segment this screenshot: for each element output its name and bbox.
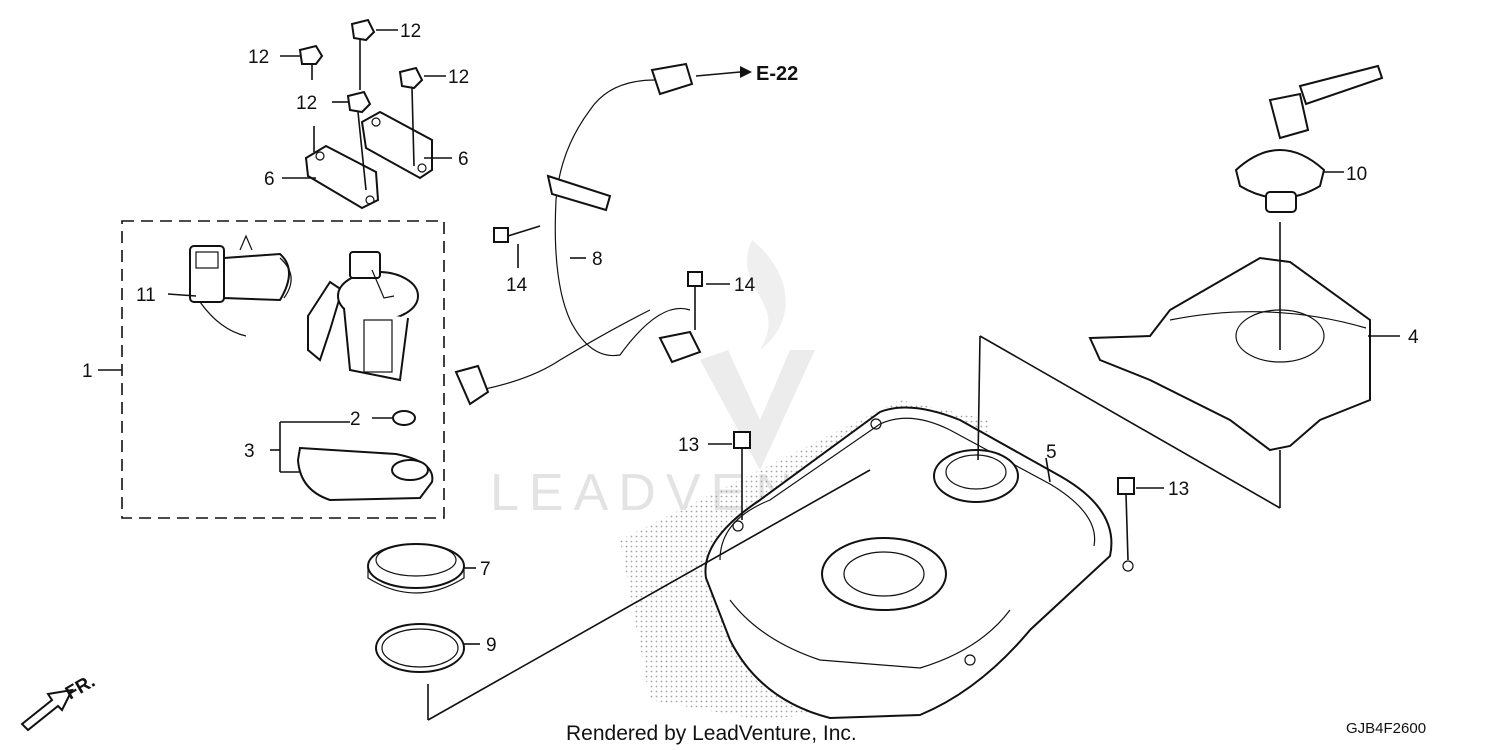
nut-12-a[interactable]: [298, 44, 324, 65]
callout-12-b: 12: [400, 21, 421, 42]
callout-14-b: 14: [734, 275, 756, 296]
callout-13-b: 13: [1168, 479, 1189, 500]
part-4-fuel-tank-tray[interactable]: [1088, 256, 1371, 452]
callout-13-a: 13: [678, 435, 699, 456]
nut-12-c[interactable]: [346, 90, 372, 114]
callout-5: 5: [1046, 442, 1057, 463]
reference-leader: [695, 71, 741, 77]
direction-arrow-icon: [20, 688, 74, 732]
part-10-fuel-cap[interactable]: [1234, 64, 1384, 213]
part-2-oring[interactable]: [392, 410, 416, 426]
callout-12-c: 12: [296, 93, 317, 114]
callout-14-a: 14: [506, 275, 528, 296]
fuel-pump-assembly[interactable]: [307, 251, 419, 382]
reference-e22[interactable]: E-22: [756, 63, 798, 85]
part-3-strainer[interactable]: [296, 446, 434, 502]
part-6-plate-left[interactable]: [304, 144, 380, 210]
callout-8: 8: [592, 249, 603, 270]
nut-12-d[interactable]: [398, 66, 424, 90]
bolt-13-b[interactable]: [1117, 477, 1135, 561]
callout-1: 1: [82, 361, 93, 382]
part-11-fuel-pump-body[interactable]: [189, 234, 292, 337]
part-9-packing[interactable]: [375, 623, 465, 673]
diagram-code: GJB4F2600: [1346, 720, 1426, 737]
callout-6-right: 6: [458, 149, 469, 170]
footer-credit: Rendered by LeadVenture, Inc.: [566, 722, 857, 745]
bolt-14-a[interactable]: [493, 225, 541, 243]
callout-12-d: 12: [448, 67, 469, 88]
callout-12-a: 12: [248, 47, 269, 68]
part-5-fuel-tank[interactable]: [704, 406, 1134, 720]
arrow-right-icon: [740, 66, 752, 78]
part-8-sub-harness[interactable]: [454, 62, 702, 406]
callout-10: 10: [1346, 164, 1367, 185]
part-7-set-ring[interactable]: [367, 543, 465, 594]
bolt-13-a[interactable]: [733, 431, 751, 520]
front-direction-indicator: FR.: [20, 671, 99, 732]
bolt-14-b[interactable]: [687, 271, 703, 330]
callout-7: 7: [480, 559, 491, 580]
callout-6-left: 6: [264, 169, 275, 190]
callout-9: 9: [486, 635, 497, 656]
part-6-plate-right[interactable]: [360, 110, 433, 180]
callout-3: 3: [244, 441, 255, 462]
callout-11: 11: [136, 285, 156, 306]
nut-12-b[interactable]: [350, 18, 376, 42]
callout-2: 2: [350, 409, 361, 430]
callout-4: 4: [1408, 327, 1419, 348]
